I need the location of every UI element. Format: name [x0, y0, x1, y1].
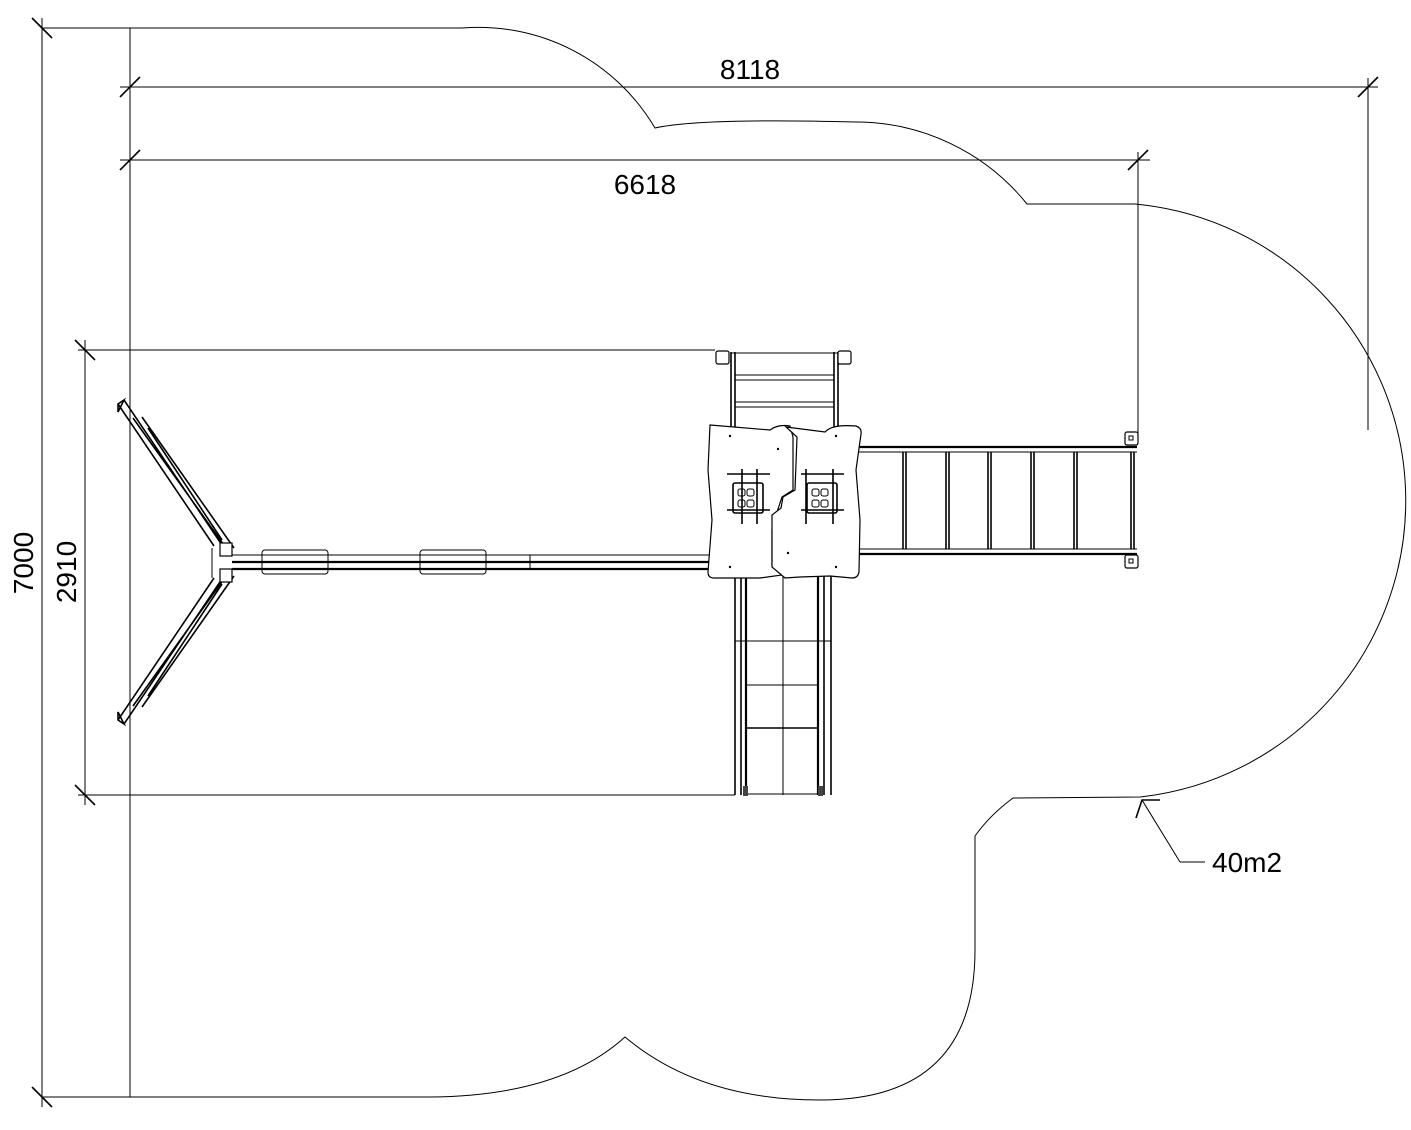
swing-beam	[232, 554, 710, 571]
swing-seat-1	[261, 549, 329, 575]
swing-a-frame	[117, 397, 235, 727]
dimension-overall-width: 8118	[119, 54, 1379, 430]
safety-zone-boundary	[42, 26, 1407, 1101]
tower-deck	[707, 424, 862, 579]
dimension-label-7000: 7000	[8, 532, 39, 594]
dimension-label-6618: 6618	[614, 169, 676, 200]
area-callout: 40m2	[1135, 799, 1282, 878]
climbing-window-left	[727, 469, 770, 524]
top-ladder	[715, 350, 852, 430]
dimension-structure-width: 6618	[119, 149, 1150, 440]
slide	[734, 575, 832, 796]
horizontal-ladder	[858, 431, 1139, 569]
dimension-label-8118: 8118	[720, 54, 780, 85]
dimension-label-2910: 2910	[51, 541, 82, 603]
swing-seat-2	[419, 549, 487, 575]
area-label: 40m2	[1212, 847, 1282, 878]
dimension-overall-depth: 7000	[8, 17, 53, 1108]
wall-panel-right	[771, 425, 862, 579]
climbing-window-right	[801, 469, 844, 524]
dimension-structure-depth: 2910	[51, 339, 735, 806]
